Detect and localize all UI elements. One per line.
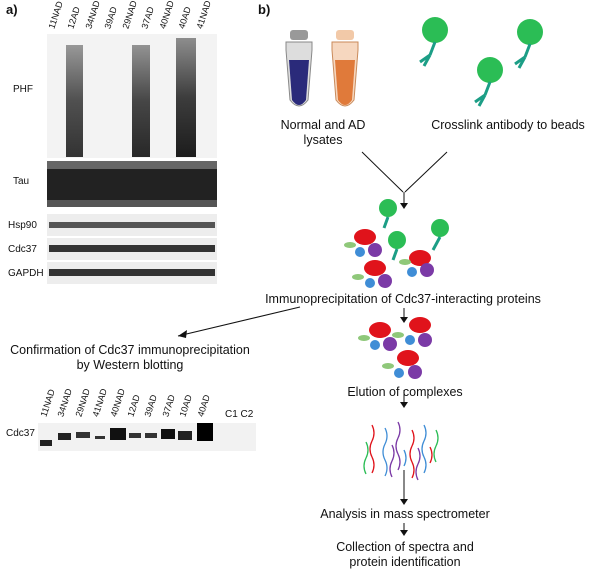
confirmation-cdc37-label: Cdc37 — [6, 428, 35, 439]
elution-caption: Elution of complexes — [347, 385, 463, 399]
cdc37-blot — [47, 238, 217, 260]
peptide-fragments-icon — [363, 421, 439, 481]
lysates-caption: Normal and AD lysates — [280, 118, 366, 147]
ms-caption: Analysis in mass spectrometer — [320, 507, 490, 521]
ip-caption: Immunoprecipitation of Cdc37-interacting… — [265, 292, 541, 306]
hsp90-blot — [47, 214, 217, 236]
tau-label: Tau — [13, 176, 30, 187]
ip-complexes-icon — [344, 199, 449, 288]
cdc37-label: Cdc37 — [8, 244, 37, 255]
confirmation-title: Confirmation of Cdc37 immunoprecipitatio… — [10, 343, 250, 372]
phf-label: PHF — [13, 84, 33, 95]
tube-ad-icon — [331, 30, 359, 107]
crosslink-caption: Crosslink antibody to beads — [431, 118, 585, 132]
antibody-bead-icons — [419, 17, 543, 107]
collection-caption: Collection of spectra and protein identi… — [336, 540, 474, 569]
flow-arrows — [177, 151, 448, 531]
panel-b-letter: b) — [258, 2, 271, 17]
confirmation-blot — [38, 423, 256, 451]
tube-normal-icon — [285, 30, 313, 107]
eluted-complexes-icon — [358, 317, 432, 379]
tau-blot — [47, 161, 217, 207]
arrow-heads — [178, 203, 408, 536]
gapdh-label: GAPDH — [8, 268, 44, 279]
phf-blot — [47, 34, 217, 158]
control-lanes-label: C1 C2 — [225, 409, 254, 420]
gapdh-blot — [47, 262, 217, 284]
panel-a-letter: a) — [6, 2, 18, 17]
hsp90-label: Hsp90 — [8, 220, 37, 231]
